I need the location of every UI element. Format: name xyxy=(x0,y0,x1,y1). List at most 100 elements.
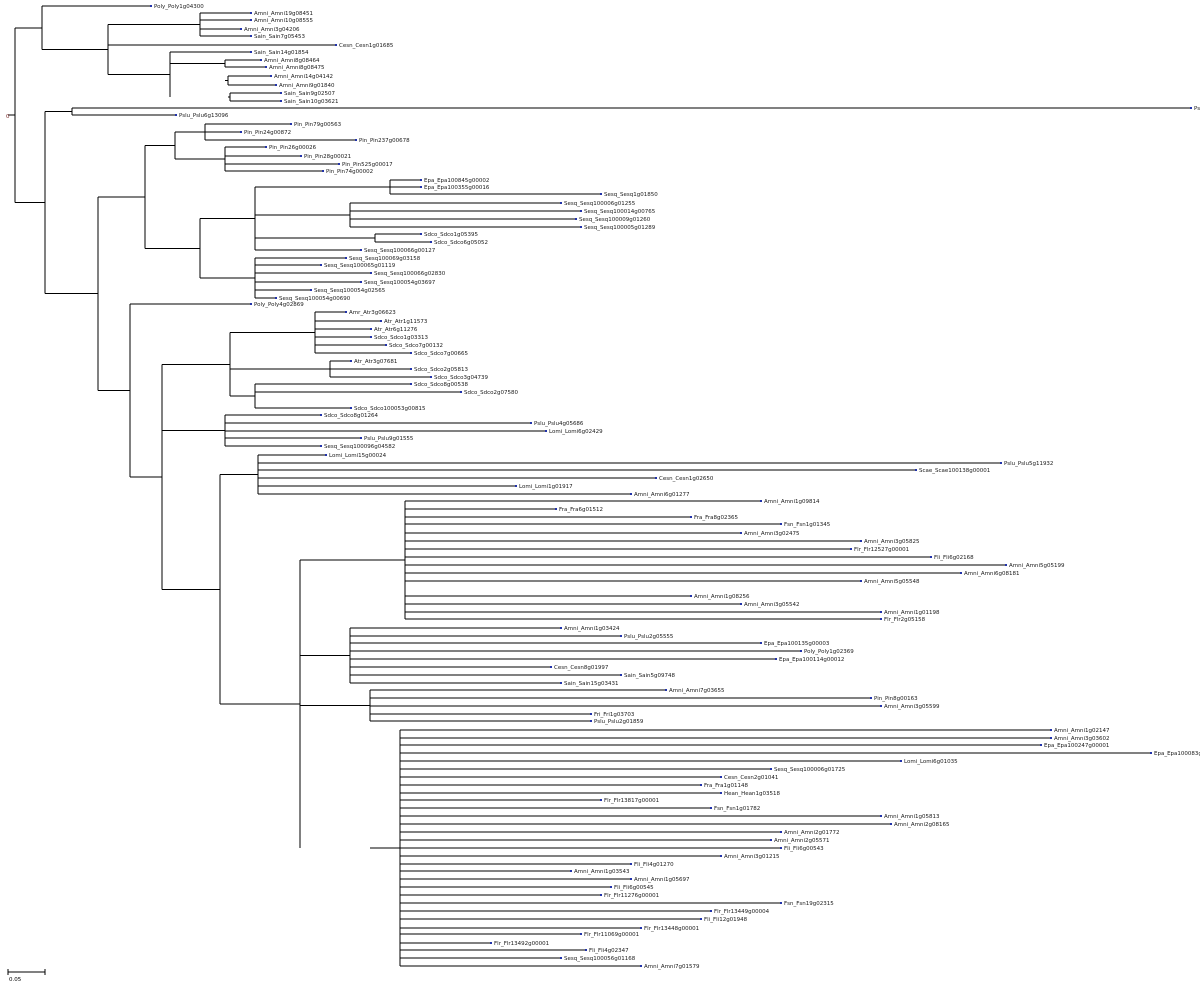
tip-label: Pslu_Pslu2g05555 xyxy=(624,634,674,640)
tip-marker xyxy=(690,516,692,518)
tip-label: Flr_Flr13449g00004 xyxy=(714,909,770,915)
tip-label: Sesq_Sesq100005g01289 xyxy=(584,225,656,231)
tip-marker xyxy=(320,264,322,266)
tip-marker xyxy=(770,768,772,770)
tip-marker xyxy=(800,650,802,652)
tip-marker xyxy=(780,831,782,833)
tip-label: Sain_Sain5g09748 xyxy=(624,673,675,679)
tip-label: Sesq_Sesq100006g01725 xyxy=(774,767,846,773)
tip-marker xyxy=(385,344,387,346)
tip-label: Amni_Amni1g03424 xyxy=(564,626,620,632)
tip-marker xyxy=(610,886,612,888)
tip-marker xyxy=(290,123,292,125)
tip-label: Sdco_Sdco2g07580 xyxy=(464,390,518,396)
tip-label: Fsn_Fsn1g01782 xyxy=(714,806,760,812)
tip-marker xyxy=(325,454,327,456)
tip-label: Pin_Pin8g00163 xyxy=(874,696,918,702)
tip-label: Flr_Flr11276g00001 xyxy=(604,893,659,899)
tip-marker xyxy=(515,485,517,487)
tip-label: Sdco_Sdco6g05052 xyxy=(434,240,488,246)
tip-marker xyxy=(370,328,372,330)
tip-marker xyxy=(700,918,702,920)
tip-marker xyxy=(410,352,412,354)
tip-marker xyxy=(640,965,642,967)
tip-label: Sain_Sain7g05453 xyxy=(254,34,305,40)
tip-marker xyxy=(760,642,762,644)
tip-marker xyxy=(700,784,702,786)
tip-label: Flr_Flr11069g00001 xyxy=(584,932,639,938)
tip-label: Fli_Fli6g02168 xyxy=(934,555,974,561)
tip-label: Pslu_Pslu6g13096 xyxy=(179,113,229,119)
tip-marker xyxy=(350,360,352,362)
tip-label: Pslu_Pslu5g11932 xyxy=(1004,461,1053,467)
tip-marker xyxy=(430,376,432,378)
tip-label: Amni_Amni3g04206 xyxy=(244,27,300,33)
tip-label: Amni_Amni1g05813 xyxy=(884,814,940,820)
tip-marker xyxy=(240,28,242,30)
tip-marker xyxy=(280,92,282,94)
tip-label: Sesq_Sesq100066g02830 xyxy=(374,271,446,277)
tip-marker xyxy=(1050,729,1052,731)
tip-marker xyxy=(265,66,267,68)
tip-marker xyxy=(338,163,340,165)
tip-label: Pin_Pin26g00026 xyxy=(269,145,317,151)
tip-label: Sdco_Sdco1g03313 xyxy=(374,335,428,341)
tip-marker xyxy=(710,910,712,912)
tip-marker xyxy=(270,75,272,77)
tip-label: Epa_Epa100135g00003 xyxy=(764,641,830,647)
tip-label: Amni_Amni10g08555 xyxy=(254,18,314,24)
tip-marker xyxy=(250,19,252,21)
tip-label: Pin_Pin525g00017 xyxy=(342,162,393,168)
tip-label: Sain_Sain10g03621 xyxy=(284,99,339,105)
tip-marker xyxy=(410,383,412,385)
tip-marker xyxy=(880,611,882,613)
tip-label: Amni_Amni1g03543 xyxy=(574,869,630,875)
tip-marker xyxy=(590,713,592,715)
tip-label: Flr_Flr13448g00001 xyxy=(644,926,699,932)
tip-marker xyxy=(860,540,862,542)
tip-label: Pin_Pin74g00002 xyxy=(326,169,373,175)
tip-label: Sesq_Sesq100014g00765 xyxy=(584,209,656,215)
tip-label: Amni_Amni3g05825 xyxy=(864,539,920,545)
tip-label: Amni_Amni8g08464 xyxy=(264,58,320,64)
tip-label: Amni_Amni14g04142 xyxy=(274,74,333,80)
tip-label: Cesn_Cesn1g02650 xyxy=(659,476,714,482)
tip-label: Flr_Flr13817g00001 xyxy=(604,798,659,804)
tip-marker xyxy=(380,320,382,322)
tip-marker xyxy=(1040,744,1042,746)
tip-marker xyxy=(490,942,492,944)
tip-label: Amni_Amni3g03602 xyxy=(1054,736,1110,742)
tip-label: Amni_Amni7g03655 xyxy=(669,688,725,694)
tip-label: Amni_Amni6g01277 xyxy=(634,492,690,498)
tip-marker xyxy=(600,193,602,195)
tip-marker xyxy=(630,863,632,865)
tip-marker xyxy=(545,430,547,432)
tip-marker xyxy=(555,508,557,510)
tip-marker xyxy=(560,682,562,684)
tip-label: Fra_Fra1g01148 xyxy=(704,783,749,789)
tip-marker xyxy=(1150,752,1152,754)
tip-label: Amni_Amni1g05697 xyxy=(634,877,690,883)
tip-marker xyxy=(150,5,152,7)
tip-label: Amni_Amni3g05599 xyxy=(884,704,940,710)
tip-marker xyxy=(410,368,412,370)
tip-label: Sesq_Sesq100054g02565 xyxy=(314,288,386,294)
tip-label: Epa_Epa100083g00001 xyxy=(1154,751,1200,757)
tip-label: Flr_Flr12527g00001 xyxy=(854,547,909,553)
tip-marker xyxy=(370,272,372,274)
tip-label: Sesq_Sesq1g01850 xyxy=(604,192,658,198)
tip-marker xyxy=(310,289,312,291)
tip-label: Epa_Epa100247g00001 xyxy=(1044,743,1109,749)
tip-marker xyxy=(620,635,622,637)
tip-label: Lomi_Lomi6g02429 xyxy=(549,429,603,435)
tip-label: Sesq_Sesq100054g00690 xyxy=(279,296,351,302)
tip-label: Cesn_Cesn1g01685 xyxy=(339,43,394,49)
tip-label: Poly_Poly4g02869 xyxy=(254,302,304,308)
tip-marker xyxy=(780,902,782,904)
tip-marker xyxy=(1050,737,1052,739)
tip-label: Lomi_Lomi1g01917 xyxy=(519,484,573,490)
tip-label: Lomi_Lomi15g00024 xyxy=(329,453,387,459)
tip-marker xyxy=(630,878,632,880)
scale-bar-label: 0.05 xyxy=(9,977,22,983)
tip-marker xyxy=(760,500,762,502)
